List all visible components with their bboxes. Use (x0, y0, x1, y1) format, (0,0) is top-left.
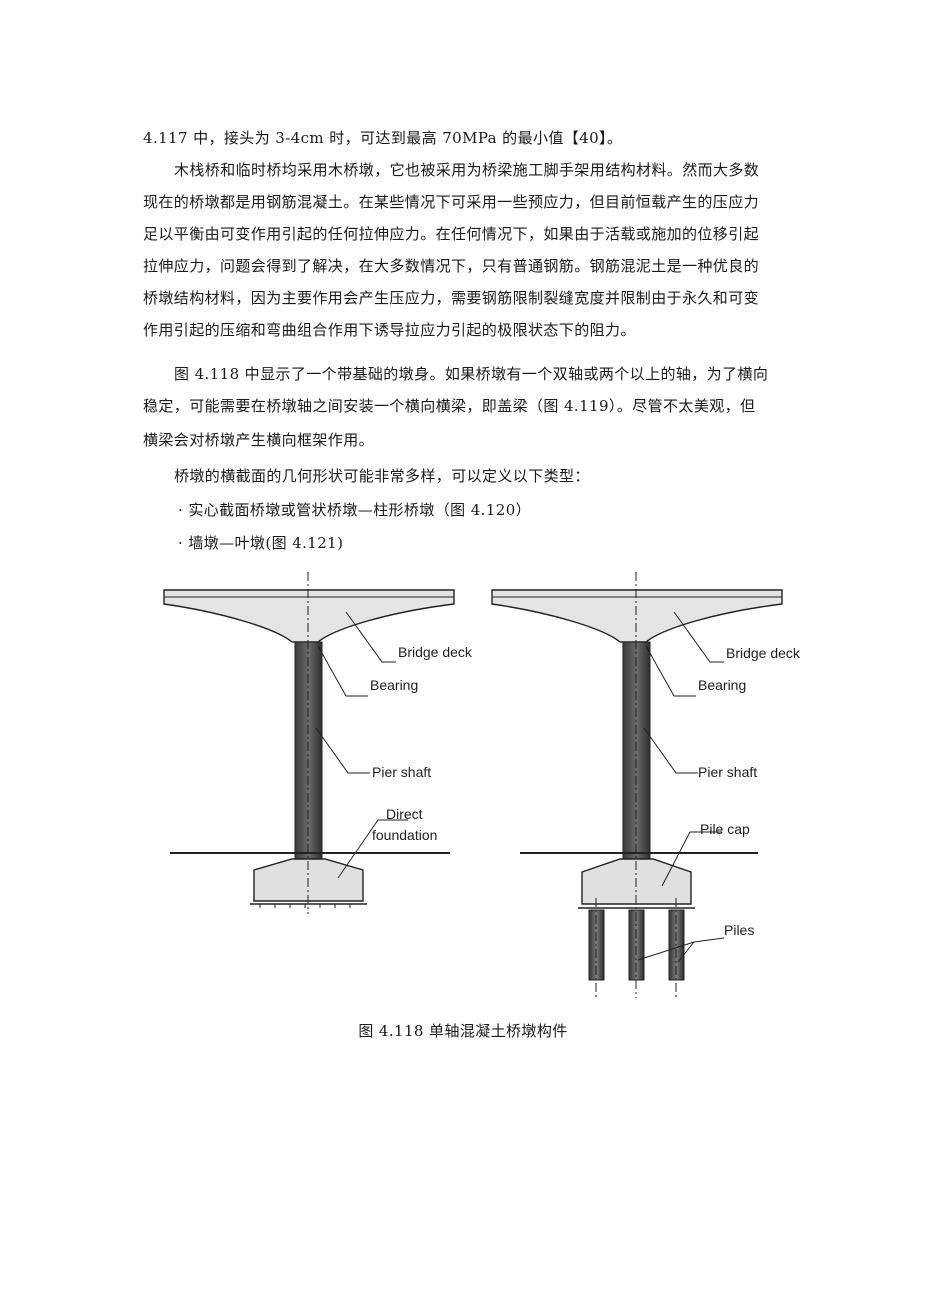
left-label-deck: Bridge deck (398, 644, 473, 660)
right-label-piles: Piles (724, 922, 754, 938)
paragraph-line: 桥墩的横截面的几何形状可能非常多样，可以定义以下类型： (174, 467, 590, 485)
right-bridge-deck (491, 589, 783, 643)
paragraph-line: 稳定，可能需要在桥墩轴之间安装一个横向横梁，即盖梁（图 4.119）。尽管不太美… (143, 397, 756, 415)
right-label-shaft: Pier shaft (698, 764, 757, 780)
left-label-bearing: Bearing (370, 677, 418, 693)
paragraph-line: 桥墩结构材料，因为主要作用会产生压应力，需要钢筋限制裂缝宽度并限制由于永久和可变 (143, 289, 760, 307)
left-pier-assembly: Bridge deck Bearing Pier shaft Direct fo… (163, 572, 473, 914)
left-bridge-deck (163, 589, 455, 643)
left-label-foundation-2: foundation (372, 827, 437, 843)
bullet-item: · 实心截面桥墩或管状桥墩—柱形桥墩（图 4.120） (178, 501, 532, 519)
paragraph-line: 足以平衡由可变作用引起的任何拉伸应力。在任何情况下，如果由于活载或施加的位移引起 (143, 225, 760, 243)
paragraph-line: 4.117 中，接头为 3-4cm 时，可达到最高 70MPa 的最小值【40】… (143, 129, 623, 147)
paragraph-line: 作用引起的压缩和弯曲组合作用下诱导拉应力引起的极限状态下的阻力。 (143, 321, 636, 339)
pier-diagram: Bridge deck Bearing Pier shaft Direct fo… (163, 572, 801, 998)
paragraph-line: 拉伸应力，问题会得到了解决，在大多数情况下，只有普通钢筋。钢筋混泥土是一种优良的 (143, 257, 760, 275)
paragraph-line: 木栈桥和临时桥均采用木桥墩，它也被采用为桥梁施工脚手架用结构材料。然而大多数 (174, 161, 760, 179)
right-label-bearing: Bearing (698, 677, 746, 693)
right-pier-assembly: Bridge deck Bearing Pier shaft Pile cap … (491, 572, 801, 998)
paragraph-line: 图 4.118 中显示了一个带基础的墩身。如果桥墩有一个双轴或两个以上的轴，为了… (174, 365, 769, 383)
right-label-deck: Bridge deck (726, 645, 801, 661)
paragraph-line: 横梁会对桥墩产生横向框架作用。 (143, 431, 375, 449)
figure-caption: 图 4.118 单轴混凝土桥墩构件 (358, 1022, 568, 1040)
right-label-cap: Pile cap (700, 821, 750, 837)
left-label-shaft: Pier shaft (372, 764, 431, 780)
paragraph-line: 现在的桥墩都是用钢筋混凝土。在某些情况下可采用一些预应力，但目前恒载产生的压应力 (143, 193, 760, 211)
left-label-foundation-1: Direct (386, 806, 423, 822)
bullet-item: · 墙墩—叶墩(图 4.121) (178, 534, 344, 552)
